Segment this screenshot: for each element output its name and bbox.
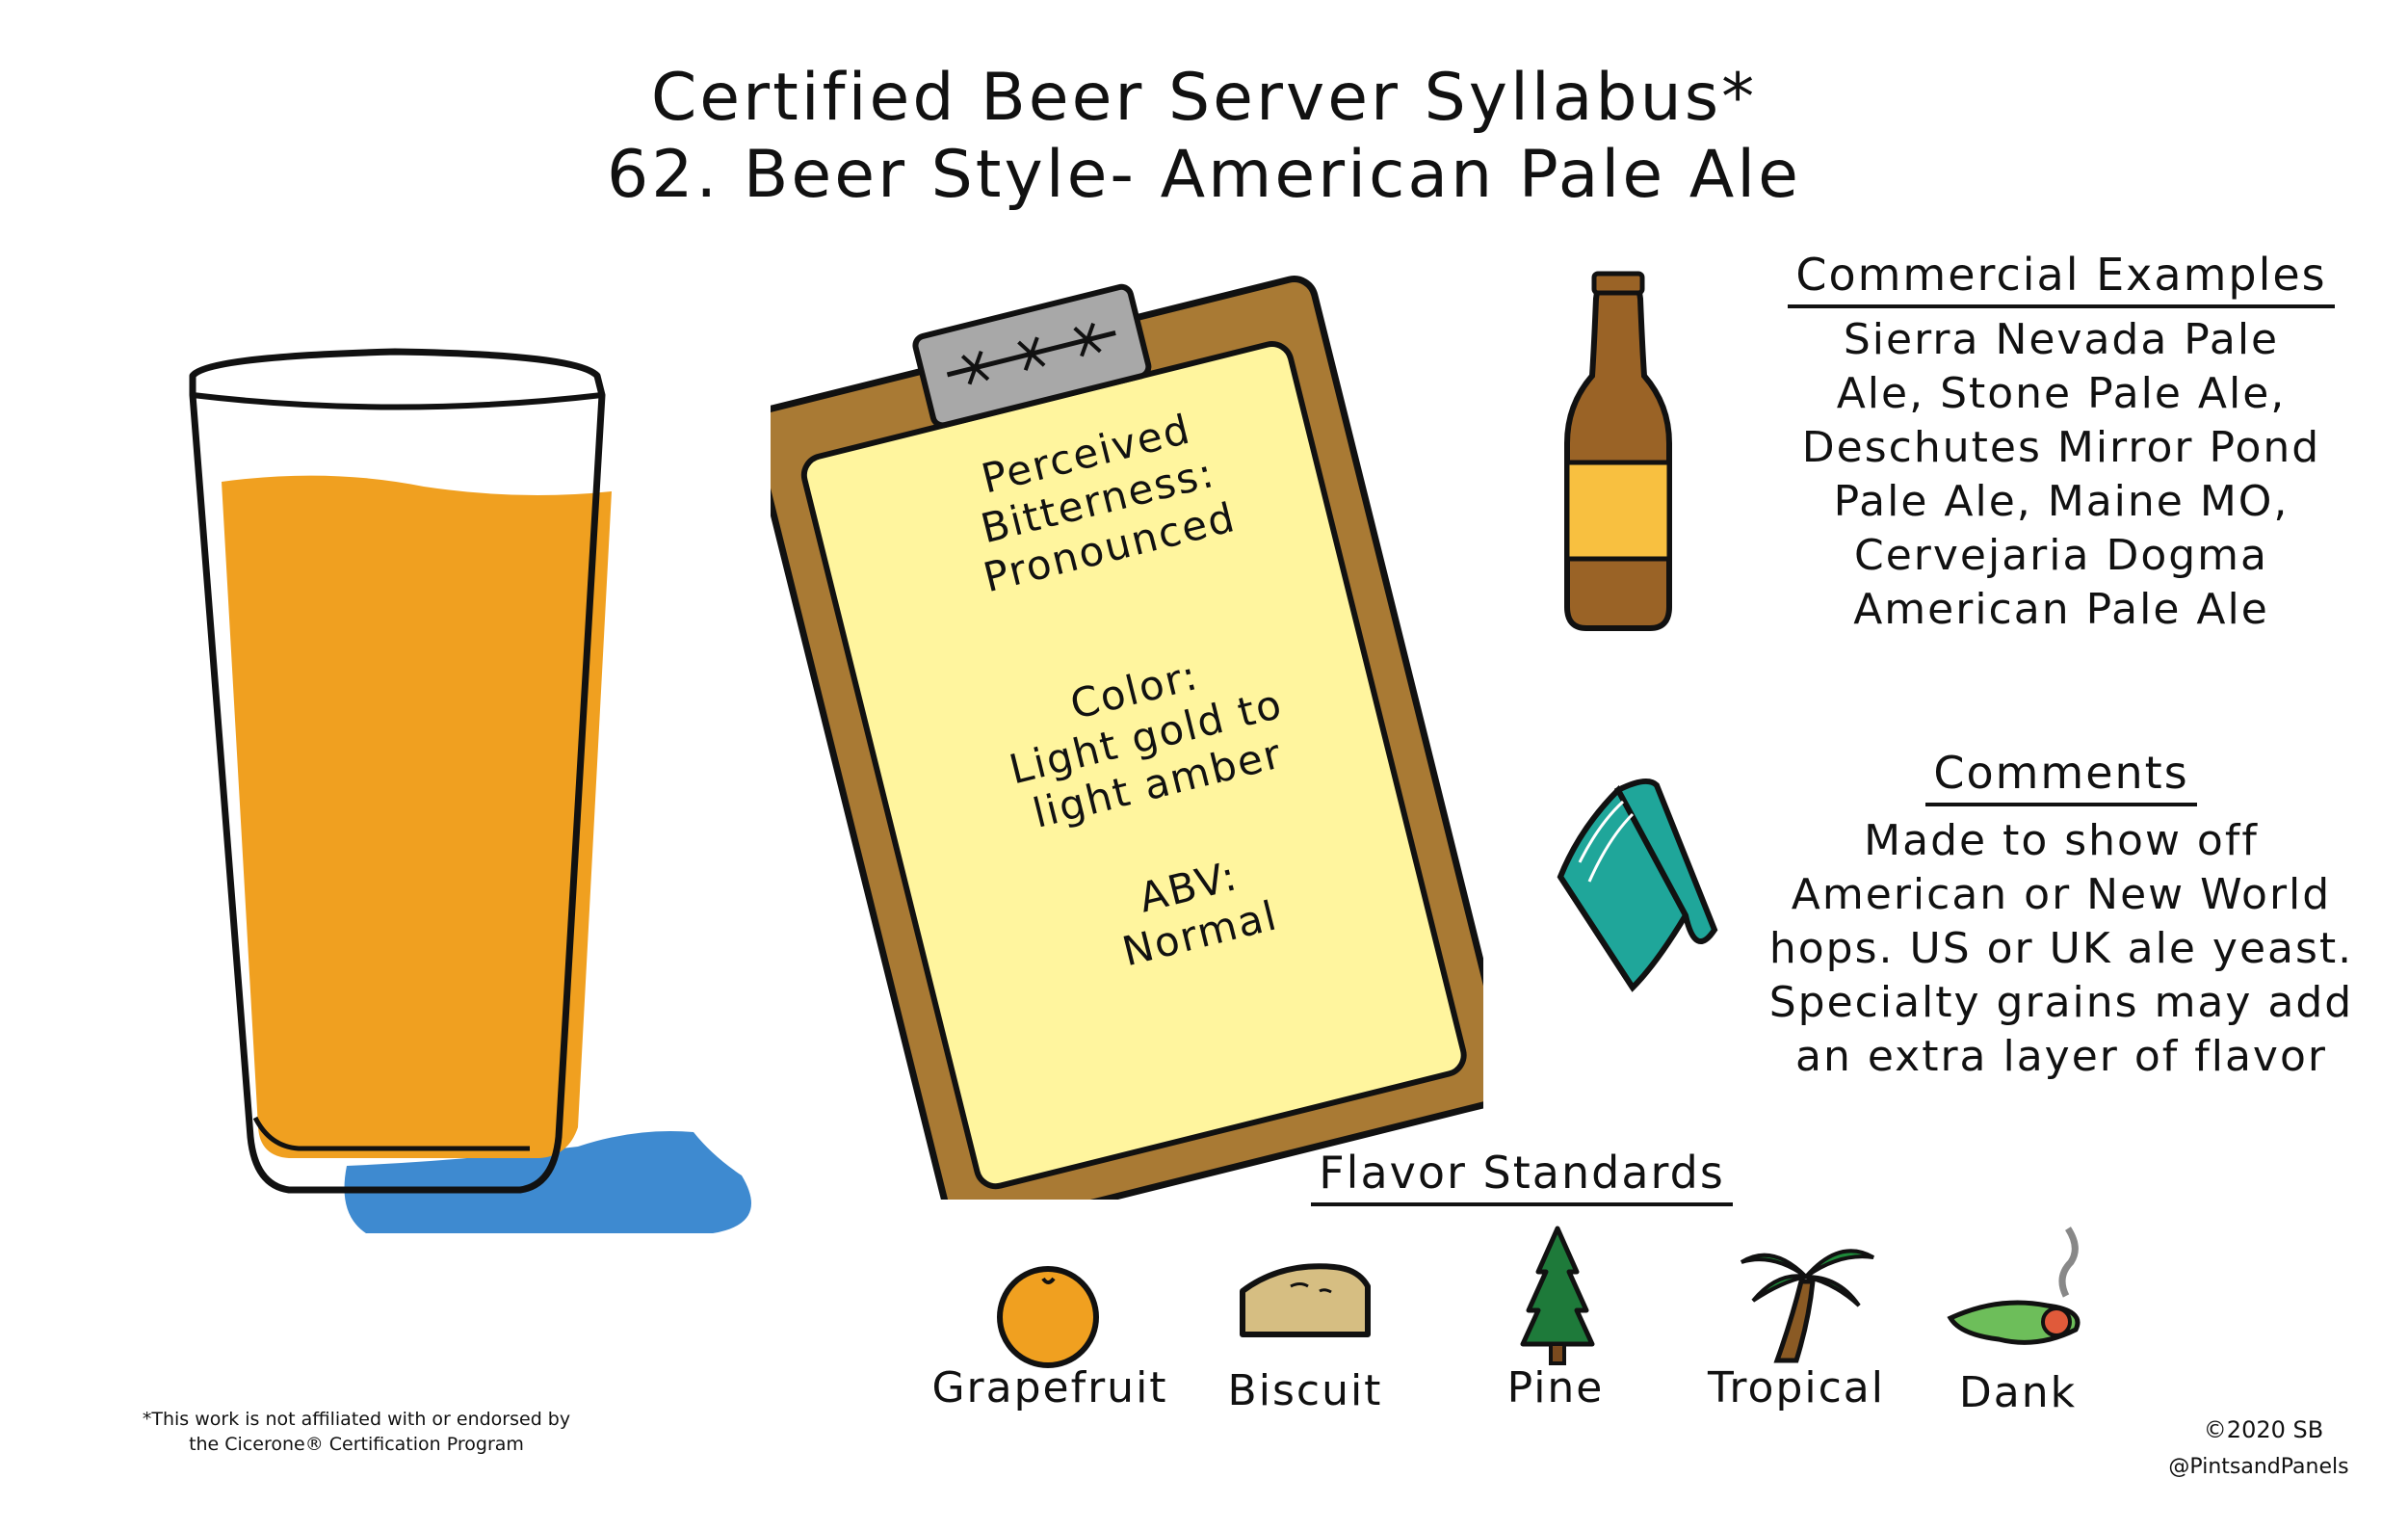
beer-bottle-icon <box>1564 271 1672 631</box>
comments-line: hops. US or UK ale yeast. <box>1768 924 2354 973</box>
pint-glass-icon <box>189 348 751 1233</box>
copyright: ©2020 SB <box>2203 1416 2324 1443</box>
disclaimer: *This work is not affiliated with or end… <box>96 1407 616 1457</box>
commercial-line: Pale Ale, Maine MO, <box>1833 477 2290 526</box>
commercial-line: Deschutes Mirror Pond <box>1801 423 2321 472</box>
comments-line: an extra layer of flavor <box>1795 1032 2327 1081</box>
flavor-label-biscuit: Biscuit <box>1227 1366 1383 1415</box>
commercial-examples: Sierra Nevada Pale Ale, Stone Pale Ale, … <box>1714 313 2408 637</box>
flavor-label-tropical: Tropical <box>1708 1363 1885 1412</box>
palm-tree-icon <box>1740 1249 1874 1363</box>
disclaimer-line-1: *This work is not affiliated with or end… <box>142 1409 571 1430</box>
dank-leaf-icon <box>1947 1227 2081 1345</box>
flavor-label-dank: Dank <box>1958 1368 2078 1417</box>
flavor-label-grapefruit: Grapefruit <box>931 1363 1168 1412</box>
biscuit-icon <box>1240 1263 1371 1337</box>
comments-heading: Comments <box>1724 747 2398 806</box>
pine-tree-icon <box>1520 1226 1595 1365</box>
author-handle: @PintsandPanels <box>2168 1455 2349 1479</box>
title-line-1: Certified Beer Server Syllabus* <box>650 60 1758 136</box>
flavor-heading: Flavor Standards <box>1281 1147 1763 1206</box>
comments-line: Made to show off <box>1864 816 2259 865</box>
title-line-2: 62. Beer Style- American Pale Ale <box>606 137 1802 213</box>
commercial-line: Cervejaria Dogma <box>1854 531 2268 580</box>
book-icon <box>1557 779 1718 992</box>
disclaimer-line-2: the Cicerone® Certification Program <box>189 1434 524 1455</box>
commercial-line: American Pale Ale <box>1853 585 2269 634</box>
comments-line: American or New World <box>1791 870 2332 919</box>
clipboard-icon <box>771 276 1483 1200</box>
commercial-line: Sierra Nevada Pale <box>1843 315 2280 364</box>
commercial-heading: Commercial Examples <box>1724 249 2398 308</box>
commercial-line: Ale, Stone Pale Ale, <box>1836 369 2287 418</box>
flavor-label-pine: Pine <box>1506 1363 1605 1412</box>
grapefruit-icon <box>997 1266 1099 1368</box>
comments-text: Made to show off American or New World h… <box>1714 814 2408 1084</box>
comments-line: Specialty grains may add <box>1768 978 2354 1027</box>
